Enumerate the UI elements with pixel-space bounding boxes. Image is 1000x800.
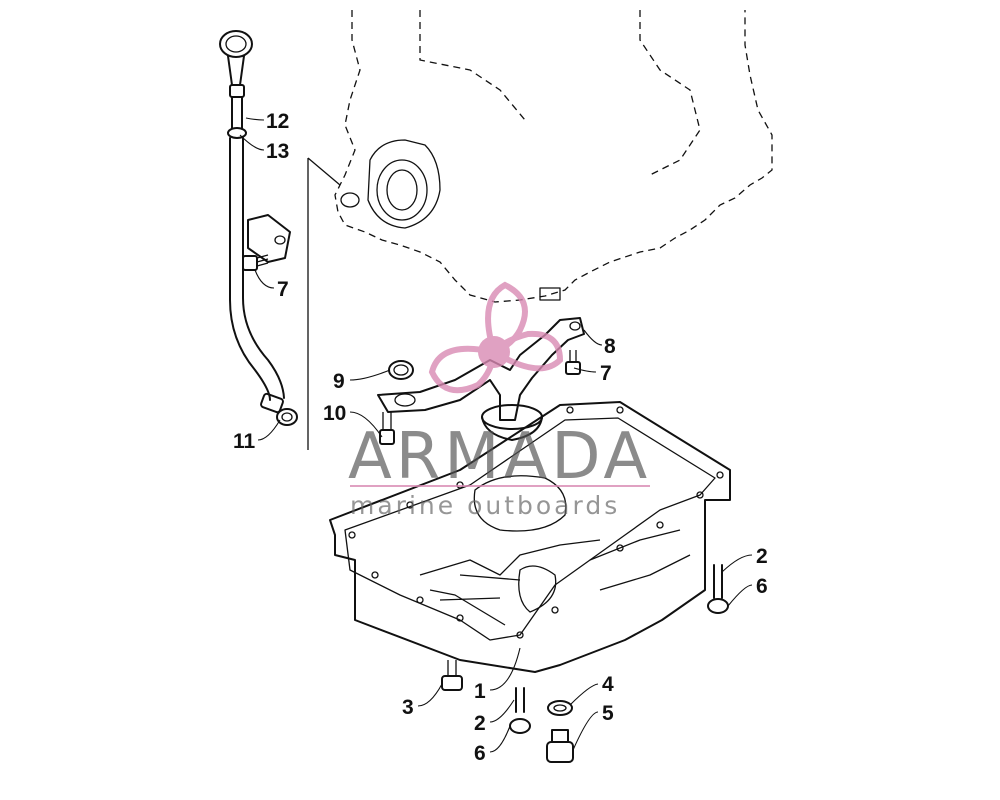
o-ring-11 [276, 408, 298, 426]
callout-7-upper: 7 [277, 278, 289, 301]
watermark-tagline: marine outboards [350, 491, 620, 520]
callout-13: 13 [266, 140, 289, 163]
callout-11: 11 [233, 430, 256, 453]
callout-4: 4 [602, 673, 614, 696]
bolt-10 [379, 412, 395, 445]
callout-12: 12 [266, 110, 289, 133]
watermark-brand: ARMADA [348, 420, 651, 494]
stud-2-right [713, 564, 723, 599]
callout-6-bottom: 6 [474, 742, 486, 765]
nut-6-right [707, 598, 729, 614]
callout-1: 1 [474, 680, 486, 703]
callout-5: 5 [602, 702, 614, 725]
engine-block-outline [334, 10, 773, 303]
callout-8: 8 [604, 335, 616, 358]
washer-4 [547, 700, 573, 716]
callout-9: 9 [333, 370, 345, 393]
callout-2-bottom: 2 [474, 712, 486, 735]
callout-6-right: 6 [756, 575, 768, 598]
propeller-logo-icon [428, 281, 564, 394]
nut-6-bottom [509, 718, 531, 734]
bolt-7-lower [565, 350, 581, 375]
dipstick-guide-tube [229, 137, 291, 414]
armada-watermark: ARMADA marine outboards [348, 281, 651, 520]
oil-pan [329, 401, 731, 673]
drain-plug-5 [546, 729, 574, 763]
gasket-9 [388, 360, 414, 380]
bolt-7-upper [242, 254, 269, 271]
callout-7-lower: 7 [600, 362, 612, 385]
callout-2-right: 2 [756, 545, 768, 568]
callout-10: 10 [323, 402, 346, 425]
stud-2-bottom [515, 687, 525, 713]
bolt-3 [441, 660, 463, 691]
oil-level-gauge [219, 30, 253, 139]
leader-lines [239, 117, 753, 753]
callout-3: 3 [402, 696, 414, 719]
